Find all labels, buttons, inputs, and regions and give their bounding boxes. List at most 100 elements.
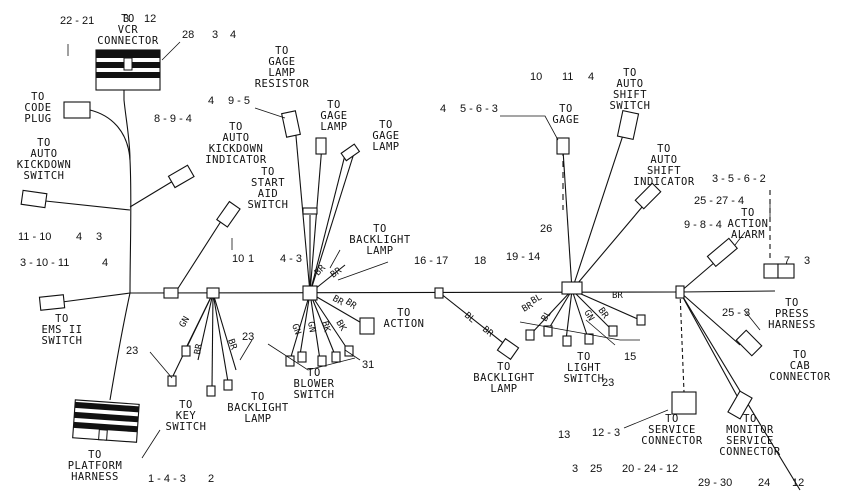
ref-number: 13 [558,429,570,441]
ref-number: 4 [102,257,108,269]
ems-switch-connector-icon [38,294,66,311]
svg-text:TO: TO [623,67,637,79]
ref-number: 3 [123,13,129,25]
splice-icon [206,287,220,299]
ref-number: 11 [562,71,573,83]
label-key-switch: TO KEY SWITCH [166,399,207,433]
ref-number: 24 [758,477,770,489]
label-auto-kickdown-indicator: TO AUTO KICKDOWN INDICATOR [205,121,266,166]
svg-text:START: START [251,177,285,189]
splice-icon [163,287,179,299]
ref-number: 4 [588,71,594,83]
label-code-plug: TO CODE PLUG [24,91,51,125]
svg-text:TO: TO [31,91,45,103]
svg-text:LAMP: LAMP [320,121,347,133]
ref-number: 3 - 5 - 6 - 2 [712,173,766,185]
svg-text:CONNECTOR: CONNECTOR [769,371,831,383]
svg-text:PLATFORM: PLATFORM [68,460,123,472]
auto-shift-indicator-connector-icon [634,182,662,210]
svg-text:AUTO: AUTO [30,148,57,160]
svg-text:BACKLIGHT: BACKLIGHT [349,234,411,246]
ref-number: 19 - 14 [506,251,540,263]
wire-code: BR [225,338,238,352]
svg-text:VCR: VCR [118,24,139,36]
auto-shift-switch-connector-icon [616,109,640,141]
kickdown-switch-connector-icon [20,189,48,209]
svg-text:AUTO: AUTO [616,78,643,90]
label-gage-lamp-resistor: TO GAGE LAMP RESISTOR [255,45,309,90]
ref-number: 15 [624,351,636,363]
wire-code: BL [530,293,544,307]
svg-text:TO: TO [261,166,275,178]
gage-resistor-connector-icon [281,110,301,138]
vcr-connector-icon [95,49,161,91]
label-vcr-connector: TO VCR CONNECTOR [97,13,159,47]
svg-text:TO: TO [307,367,321,379]
svg-text:BLOWER: BLOWER [294,378,335,390]
splice-icon [302,285,318,301]
svg-text:SWITCH: SWITCH [166,421,207,433]
ref-number: 18 [474,255,486,267]
service-connector-icon [671,391,697,415]
svg-text:SHIFT: SHIFT [647,165,681,177]
ref-number: 11 - 10 [18,231,51,243]
svg-text:LAMP: LAMP [268,67,295,79]
label-action: TO ACTION [384,307,424,330]
label-service-connector: TO SERVICE CONNECTOR [641,413,703,447]
wire-code: GN [289,323,302,337]
svg-text:CONNECTOR: CONNECTOR [719,446,781,458]
ref-number: 1 [248,253,254,265]
svg-text:ACTION: ACTION [728,218,769,230]
ref-number: 16 - 17 [414,255,448,267]
start-aid-connector-icon [216,200,241,228]
svg-text:SWITCH: SWITCH [248,199,289,211]
ref-number: 20 - 24 - 12 [622,463,678,475]
monitor-service-connector-icon [727,390,753,420]
svg-text:TO: TO [327,99,341,111]
svg-text:LAMP: LAMP [244,413,271,425]
ref-number: 3 [572,463,578,475]
label-backlight-lamp-low: TO BACKLIGHT LAMP [227,391,288,425]
ref-number: 23 [126,345,138,357]
backlight-mid-connector-icon [496,337,520,361]
ref-number: 4 - 3 [280,253,302,265]
svg-text:SERVICE: SERVICE [726,435,774,447]
svg-text:SWITCH: SWITCH [24,170,65,182]
svg-text:SWITCH: SWITCH [610,100,651,112]
label-auto-shift-switch: TO AUTO SHIFT SWITCH [610,67,651,112]
svg-text:TO: TO [657,143,671,155]
label-platform-harness: TO PLATFORM HARNESS [68,449,123,483]
ref-number: 23 [602,377,614,389]
press-harness-connector-icon [763,263,779,279]
svg-text:TO: TO [275,45,289,57]
svg-text:TO: TO [373,223,387,235]
ref-number: 1 - 4 - 3 [148,473,186,485]
svg-text:CONNECTOR: CONNECTOR [641,435,703,447]
svg-text:CONNECTOR: CONNECTOR [97,35,159,47]
svg-text:TO: TO [497,361,511,373]
splice-icon [434,287,444,299]
label-press-harness: TO PRESS HARNESS [768,297,815,331]
svg-text:MONITOR: MONITOR [726,424,774,436]
svg-text:AUTO: AUTO [650,154,677,166]
label-backlight-lamp-mid: TO BACKLIGHT LAMP [473,361,534,395]
svg-text:CAB: CAB [790,360,810,372]
svg-text:LAMP: LAMP [366,245,393,257]
svg-text:TO: TO [229,121,243,133]
svg-text:SWITCH: SWITCH [564,373,605,385]
ref-number: 31 [362,359,374,371]
svg-text:LAMP: LAMP [372,141,399,153]
label-start-aid-switch: TO START AID SWITCH [248,166,289,211]
ref-number: 28 [182,29,194,41]
wire-code: BR [612,291,623,301]
ref-number: 22 - 21 [60,15,94,27]
ref-number: 9 - 5 [228,95,250,107]
code-plug-icon [63,101,91,119]
wire-code: BK [319,320,332,334]
label-gage-lamp-1: TO GAGE LAMP [320,99,347,133]
ref-number: 5 - 6 - 3 [460,103,498,115]
ref-number: 4 [440,103,446,115]
svg-text:TO: TO [55,313,69,325]
action-connector-icon [359,317,375,335]
